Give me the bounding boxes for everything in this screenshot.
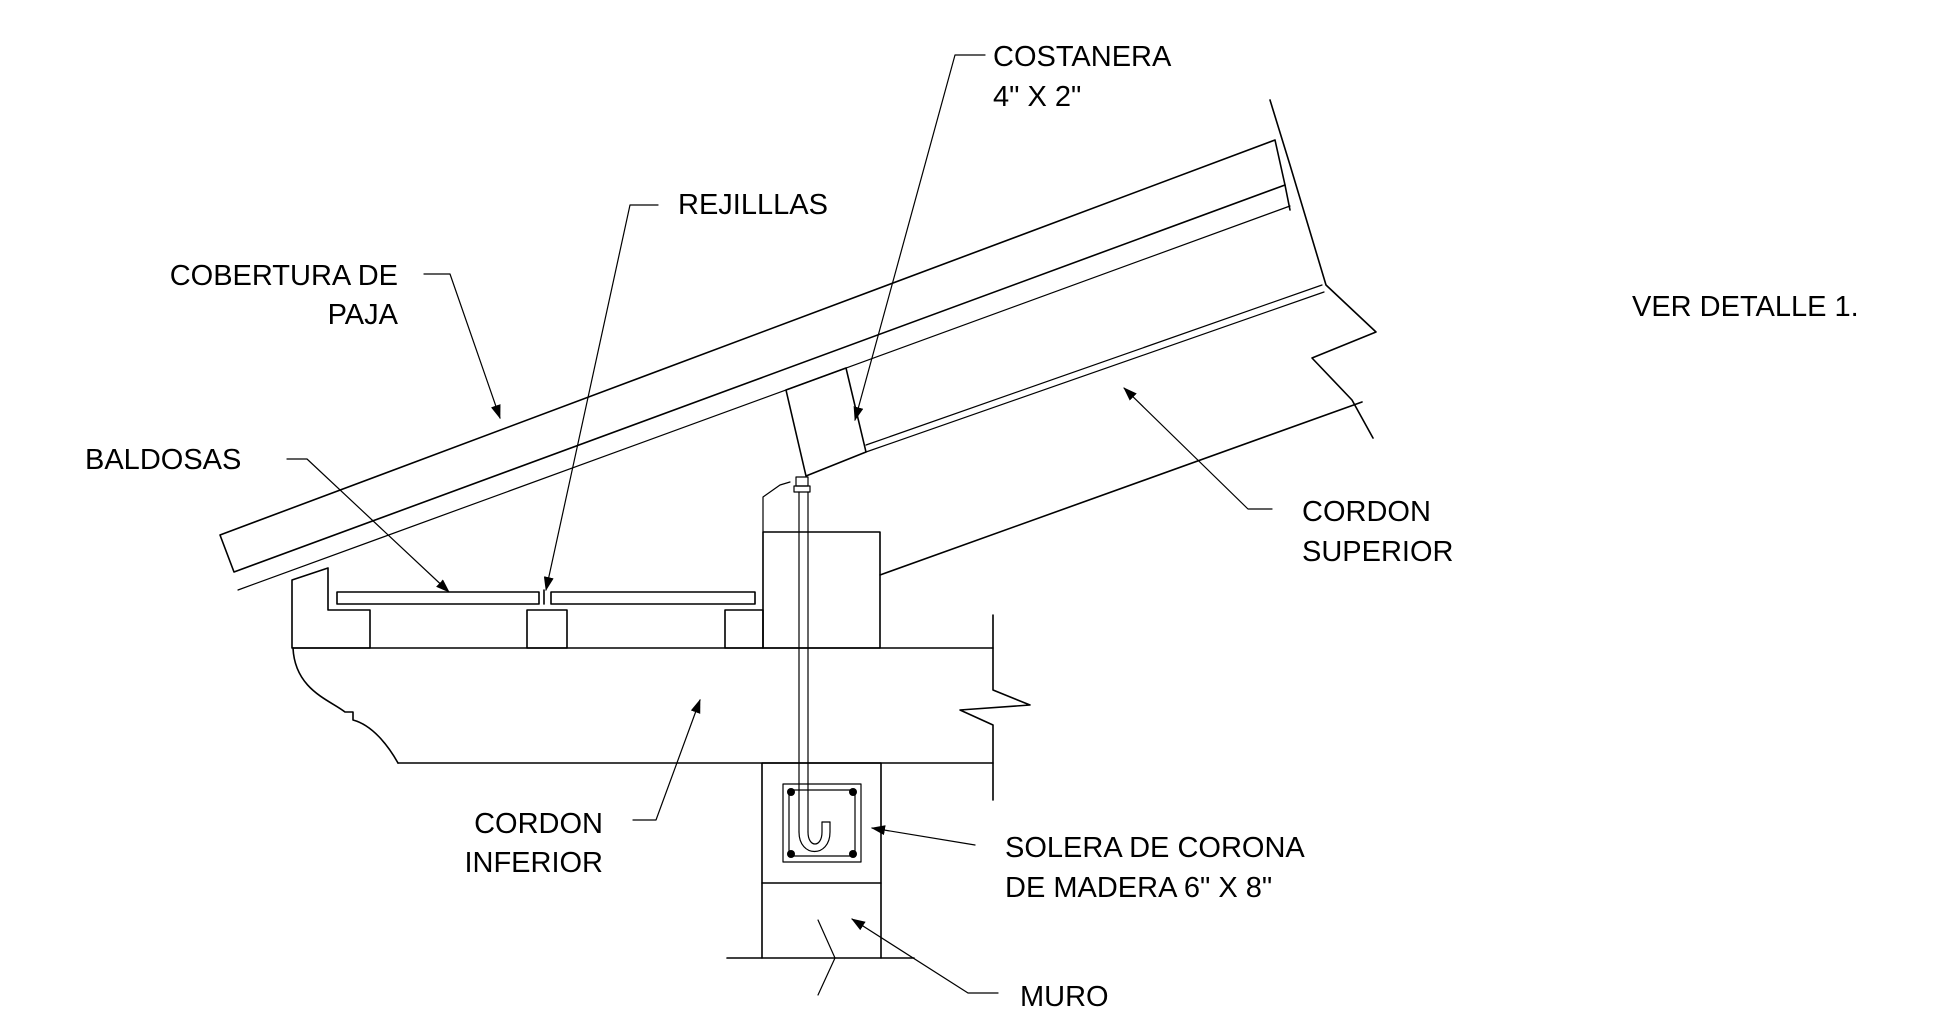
label-cordon-superior-1: CORDON: [1302, 496, 1431, 528]
label-rejillas: REJILLLAS: [678, 189, 828, 221]
support-blocks: [291, 567, 764, 649]
baldosas-tiles: [336, 591, 756, 605]
post: [762, 481, 881, 649]
label-cobertura-2: PAJA: [328, 299, 399, 331]
leader-baldosas: [286, 458, 450, 593]
label-cordon-superior-2: SUPERIOR: [1302, 536, 1453, 568]
lower-chord-beam: [292, 614, 1031, 801]
label-solera-2: DE MADERA 6" X 8": [1005, 872, 1272, 904]
leader-rejillas: [543, 204, 659, 591]
label-costanera-1: COSTANERA: [993, 41, 1172, 73]
labels: COSTANERA 4" X 2" REJILLLAS COBERTURA DE…: [85, 41, 1859, 1013]
muro-wall: [726, 882, 915, 996]
leader-muro: [851, 918, 999, 994]
leader-cobertura: [423, 273, 501, 419]
label-costanera-2: 4" X 2": [993, 81, 1081, 113]
leader-lines: [286, 54, 1273, 994]
upper-chord-rafter: [237, 99, 1377, 591]
label-solera-1: SOLERA DE CORONA: [1005, 832, 1305, 864]
leader-solera: [871, 825, 976, 846]
label-cordon-inferior-2: INFERIOR: [464, 847, 603, 879]
costanera-purlin: [785, 367, 867, 477]
label-cordon-inferior-1: CORDON: [474, 808, 603, 840]
solera-de-corona: [761, 762, 882, 884]
label-muro: MURO: [1020, 981, 1109, 1013]
leader-cordon-inferior: [632, 699, 701, 821]
leader-costanera: [853, 54, 986, 421]
label-baldosas: BALDOSAS: [85, 444, 241, 476]
anchor-bolt: [793, 476, 831, 853]
label-ver-detalle: VER DETALLE 1.: [1632, 291, 1859, 323]
leader-cordon-superior: [1123, 387, 1273, 510]
label-cobertura-1: COBERTURA DE: [170, 260, 398, 292]
